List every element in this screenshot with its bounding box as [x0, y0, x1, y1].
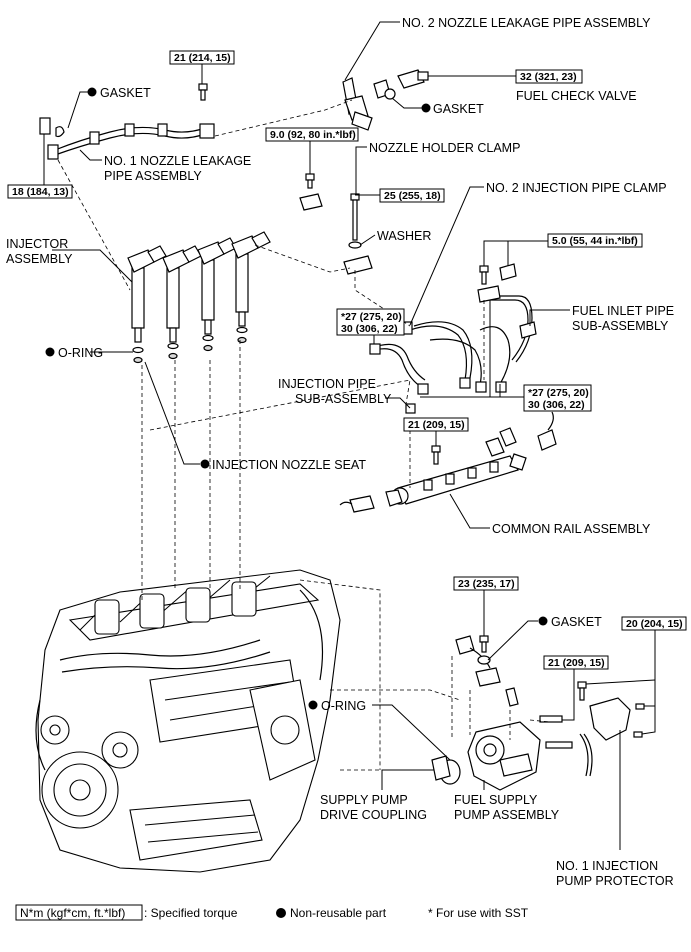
legend-sst-note: * For use with SST: [428, 906, 529, 920]
leakage-pipe-bolt: [198, 83, 208, 101]
legend-torque-unit: N*m (kgf*cm, ft.*lbf): [20, 906, 125, 920]
common-rail-illustration: [339, 411, 557, 513]
torque-25-255-18: 25 (255, 18): [384, 190, 441, 202]
injector-4: [231, 231, 271, 327]
engine-block-illustration: [35, 569, 341, 873]
nozzle-holder-clamp-illustration: [343, 193, 373, 275]
nozzle-clamp-bolt: [299, 173, 323, 211]
torque-pipe-left: 30 (306, 22): [341, 323, 398, 335]
label-fuel-supply-pump-2: PUMP ASSEMBLY: [454, 808, 560, 822]
label-no2-nozzle-leakage-pipe: NO. 2 NOZZLE LEAKAGE PIPE ASSEMBLY: [402, 16, 651, 30]
label-fuel-check-valve: FUEL CHECK VALVE: [516, 89, 637, 103]
label-no2-injection-pipe-clamp: NO. 2 INJECTION PIPE CLAMP: [486, 181, 667, 195]
legend-non-reusable-dot: [276, 908, 286, 918]
label-fuel-inlet-pipe-2: SUB-ASSEMBLY: [572, 319, 669, 333]
torque-21-214-15: 21 (214, 15): [174, 52, 231, 64]
label-gasket-top-right: GASKET: [433, 102, 484, 116]
label-injector-assembly-2: ASSEMBLY: [6, 252, 73, 266]
torque-18-184-13: 18 (184, 13): [12, 186, 69, 198]
label-injection-nozzle-seat: INJECTION NOZZLE SEAT: [212, 458, 366, 472]
pump-protector-illustration: [577, 681, 645, 741]
no2-nozzle-leakage-pipe-illustration: [342, 69, 429, 131]
label-injection-pipe: INJECTION PIPE: [278, 377, 376, 391]
dashed-assembly-lines: [57, 99, 551, 771]
torque-21-209-15-rail: 21 (209, 15): [408, 419, 465, 431]
no1-nozzle-leakage-pipe-illustration: [39, 117, 215, 160]
label-no1-nozzle-leakage-pipe: NO. 1 NOZZLE LEAKAGE: [104, 154, 251, 168]
label-gasket-top-left: GASKET: [100, 86, 151, 100]
label-o-ring-pump: O-RING: [321, 699, 366, 713]
part-labels: NO. 2 NOZZLE LEAKAGE PIPE ASSEMBLY GASKE…: [6, 16, 674, 888]
label-fuel-inlet-pipe: FUEL INLET PIPE: [572, 304, 674, 318]
injector-1: [127, 245, 167, 343]
legend-non-reusable: Non-reusable part: [290, 906, 387, 920]
fuel-supply-pump-illustration: [431, 635, 593, 791]
torque-pipe-left-sst: *27 (275, 20): [341, 311, 402, 323]
legend-specified-torque: : Specified torque: [144, 906, 238, 920]
torque-9-0: 9.0 (92, 80 in.*lbf): [270, 129, 356, 141]
label-injector-assembly: INJECTOR: [6, 237, 68, 251]
non-reusable-markers: [45, 87, 548, 710]
torque-pipe-right-sst: *27 (275, 20): [528, 387, 589, 399]
injector-2: [162, 245, 202, 343]
torque-boxes: 21 (214, 15) 32 (321, 23) 9.0 (92, 80 in…: [7, 50, 687, 670]
label-washer: WASHER: [377, 229, 431, 243]
label-no1-injection-pump-protector: NO. 1 INJECTION: [556, 859, 658, 873]
label-common-rail: COMMON RAIL ASSEMBLY: [492, 522, 651, 536]
injector-3: [197, 237, 237, 335]
torque-32-321-23: 32 (321, 23): [520, 71, 577, 83]
label-gasket-pump: GASKET: [551, 615, 602, 629]
label-no1-nozzle-leakage-pipe-2: PIPE ASSEMBLY: [104, 169, 202, 183]
label-o-ring-left: O-RING: [58, 346, 103, 360]
label-no1-injection-pump-protector-2: PUMP PROTECTOR: [556, 874, 674, 888]
torque-21-209-15-pump: 21 (209, 15): [548, 657, 605, 669]
torque-23-235-17: 23 (235, 17): [458, 578, 515, 590]
label-supply-pump-drive-coupling: SUPPLY PUMP: [320, 793, 408, 807]
leader-lines: [43, 21, 656, 850]
label-supply-pump-drive-coupling-2: DRIVE COUPLING: [320, 808, 427, 822]
legend: N*m (kgf*cm, ft.*lbf) : Specified torque…: [15, 904, 529, 921]
torque-pipe-right: 30 (306, 22): [528, 399, 585, 411]
injector-assembly-illustration: [127, 231, 271, 364]
label-injection-pipe-2: SUB-ASSEMBLY: [295, 392, 392, 406]
torque-20-204-15: 20 (204, 15): [626, 618, 683, 630]
torque-5-0: 5.0 (55, 44 in.*lbf): [552, 235, 638, 247]
label-fuel-supply-pump: FUEL SUPPLY: [454, 793, 538, 807]
label-nozzle-holder-clamp: NOZZLE HOLDER CLAMP: [369, 141, 520, 155]
injection-pipe-illustration: [369, 263, 537, 414]
